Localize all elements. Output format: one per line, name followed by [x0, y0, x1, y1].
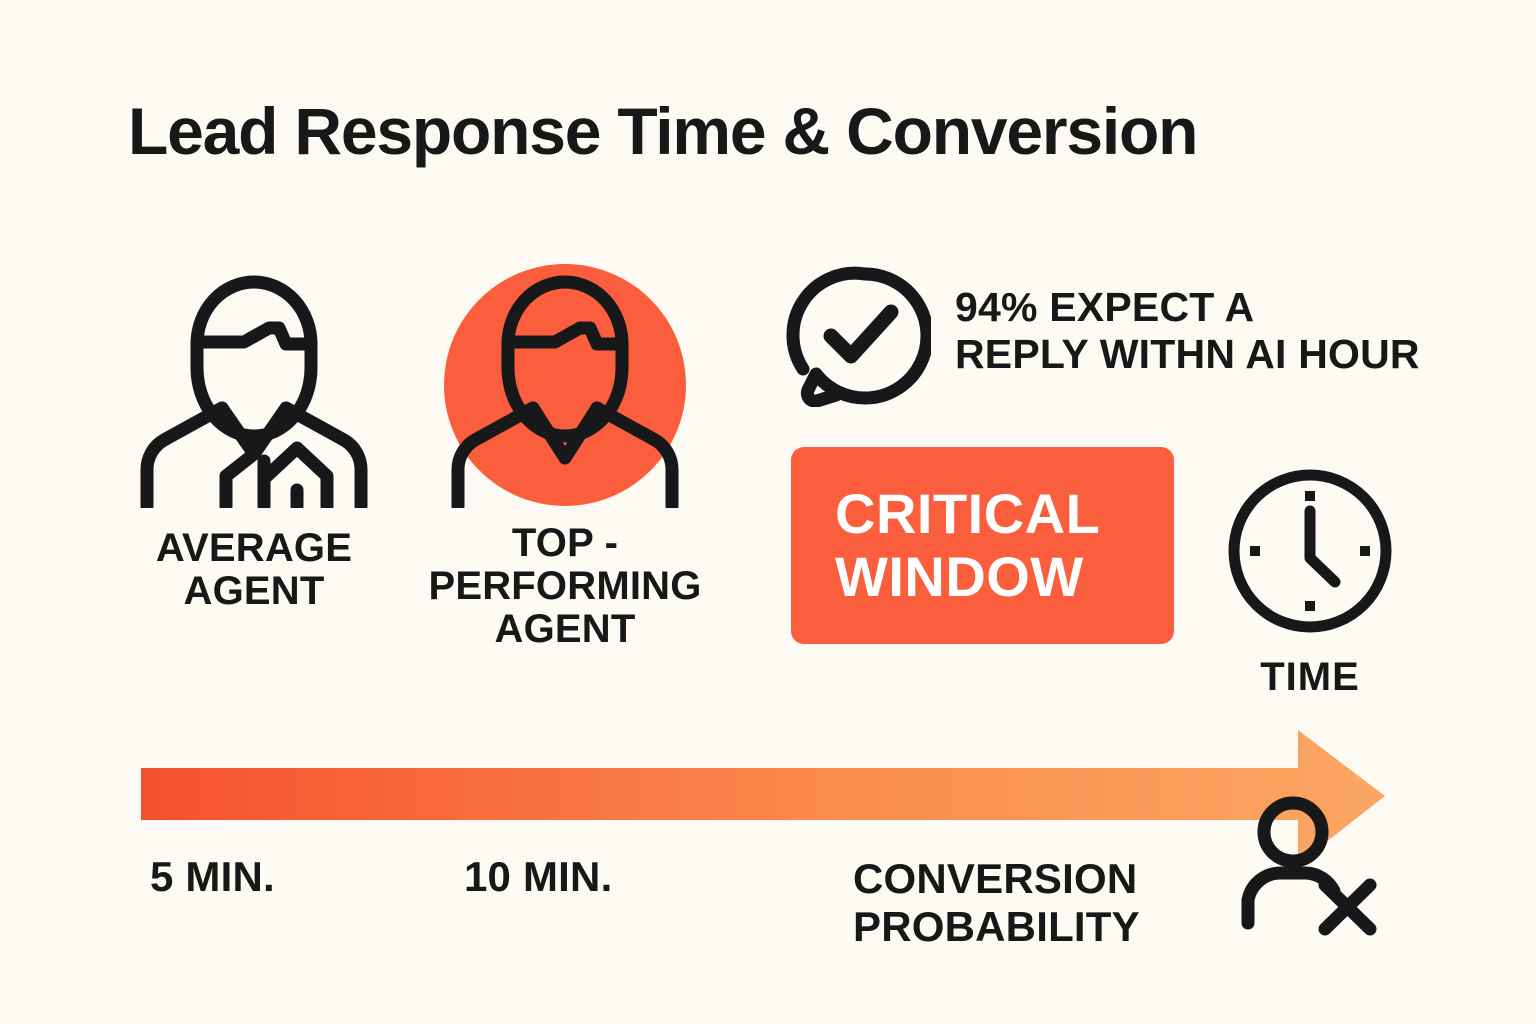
- agent-avatar-highlight-group: [400, 258, 730, 508]
- stat-text: 94% EXPECT A REPLY WITHN AI HOUR: [955, 284, 1420, 377]
- agent-avatar-icon: [104, 258, 404, 513]
- persona-label: AVERAGE AGENT: [155, 526, 353, 614]
- tick-label-5min: 5 MIN.: [150, 853, 275, 900]
- person-x-icon: [1236, 795, 1386, 940]
- critical-window-badge[interactable]: CRITICAL WINDOW: [791, 447, 1174, 644]
- persona-average-agent: AVERAGE AGENT: [104, 258, 404, 613]
- time-block: TIME: [1225, 466, 1395, 700]
- highlight-circle: [444, 264, 686, 506]
- tick-label-10min: 10 MIN.: [464, 853, 613, 900]
- page-title: Lead Response Time & Conversion: [128, 94, 1198, 168]
- speech-bubble-check-icon: [783, 264, 934, 412]
- clock-icon: [1225, 466, 1395, 641]
- time-label: TIME: [1260, 655, 1360, 699]
- persona-top-performing-agent: TOP - PERFORMING AGENT: [400, 258, 730, 652]
- timeline-arrow: [138, 726, 1388, 868]
- persona-label: TOP - PERFORMING AGENT: [428, 521, 702, 652]
- critical-window-label: CRITICAL WINDOW: [835, 481, 1101, 608]
- conversion-probability-label: CONVERSION PROBABILITY: [853, 855, 1140, 951]
- stat-block: 94% EXPECT A REPLY WITHN AI HOUR: [783, 264, 1420, 412]
